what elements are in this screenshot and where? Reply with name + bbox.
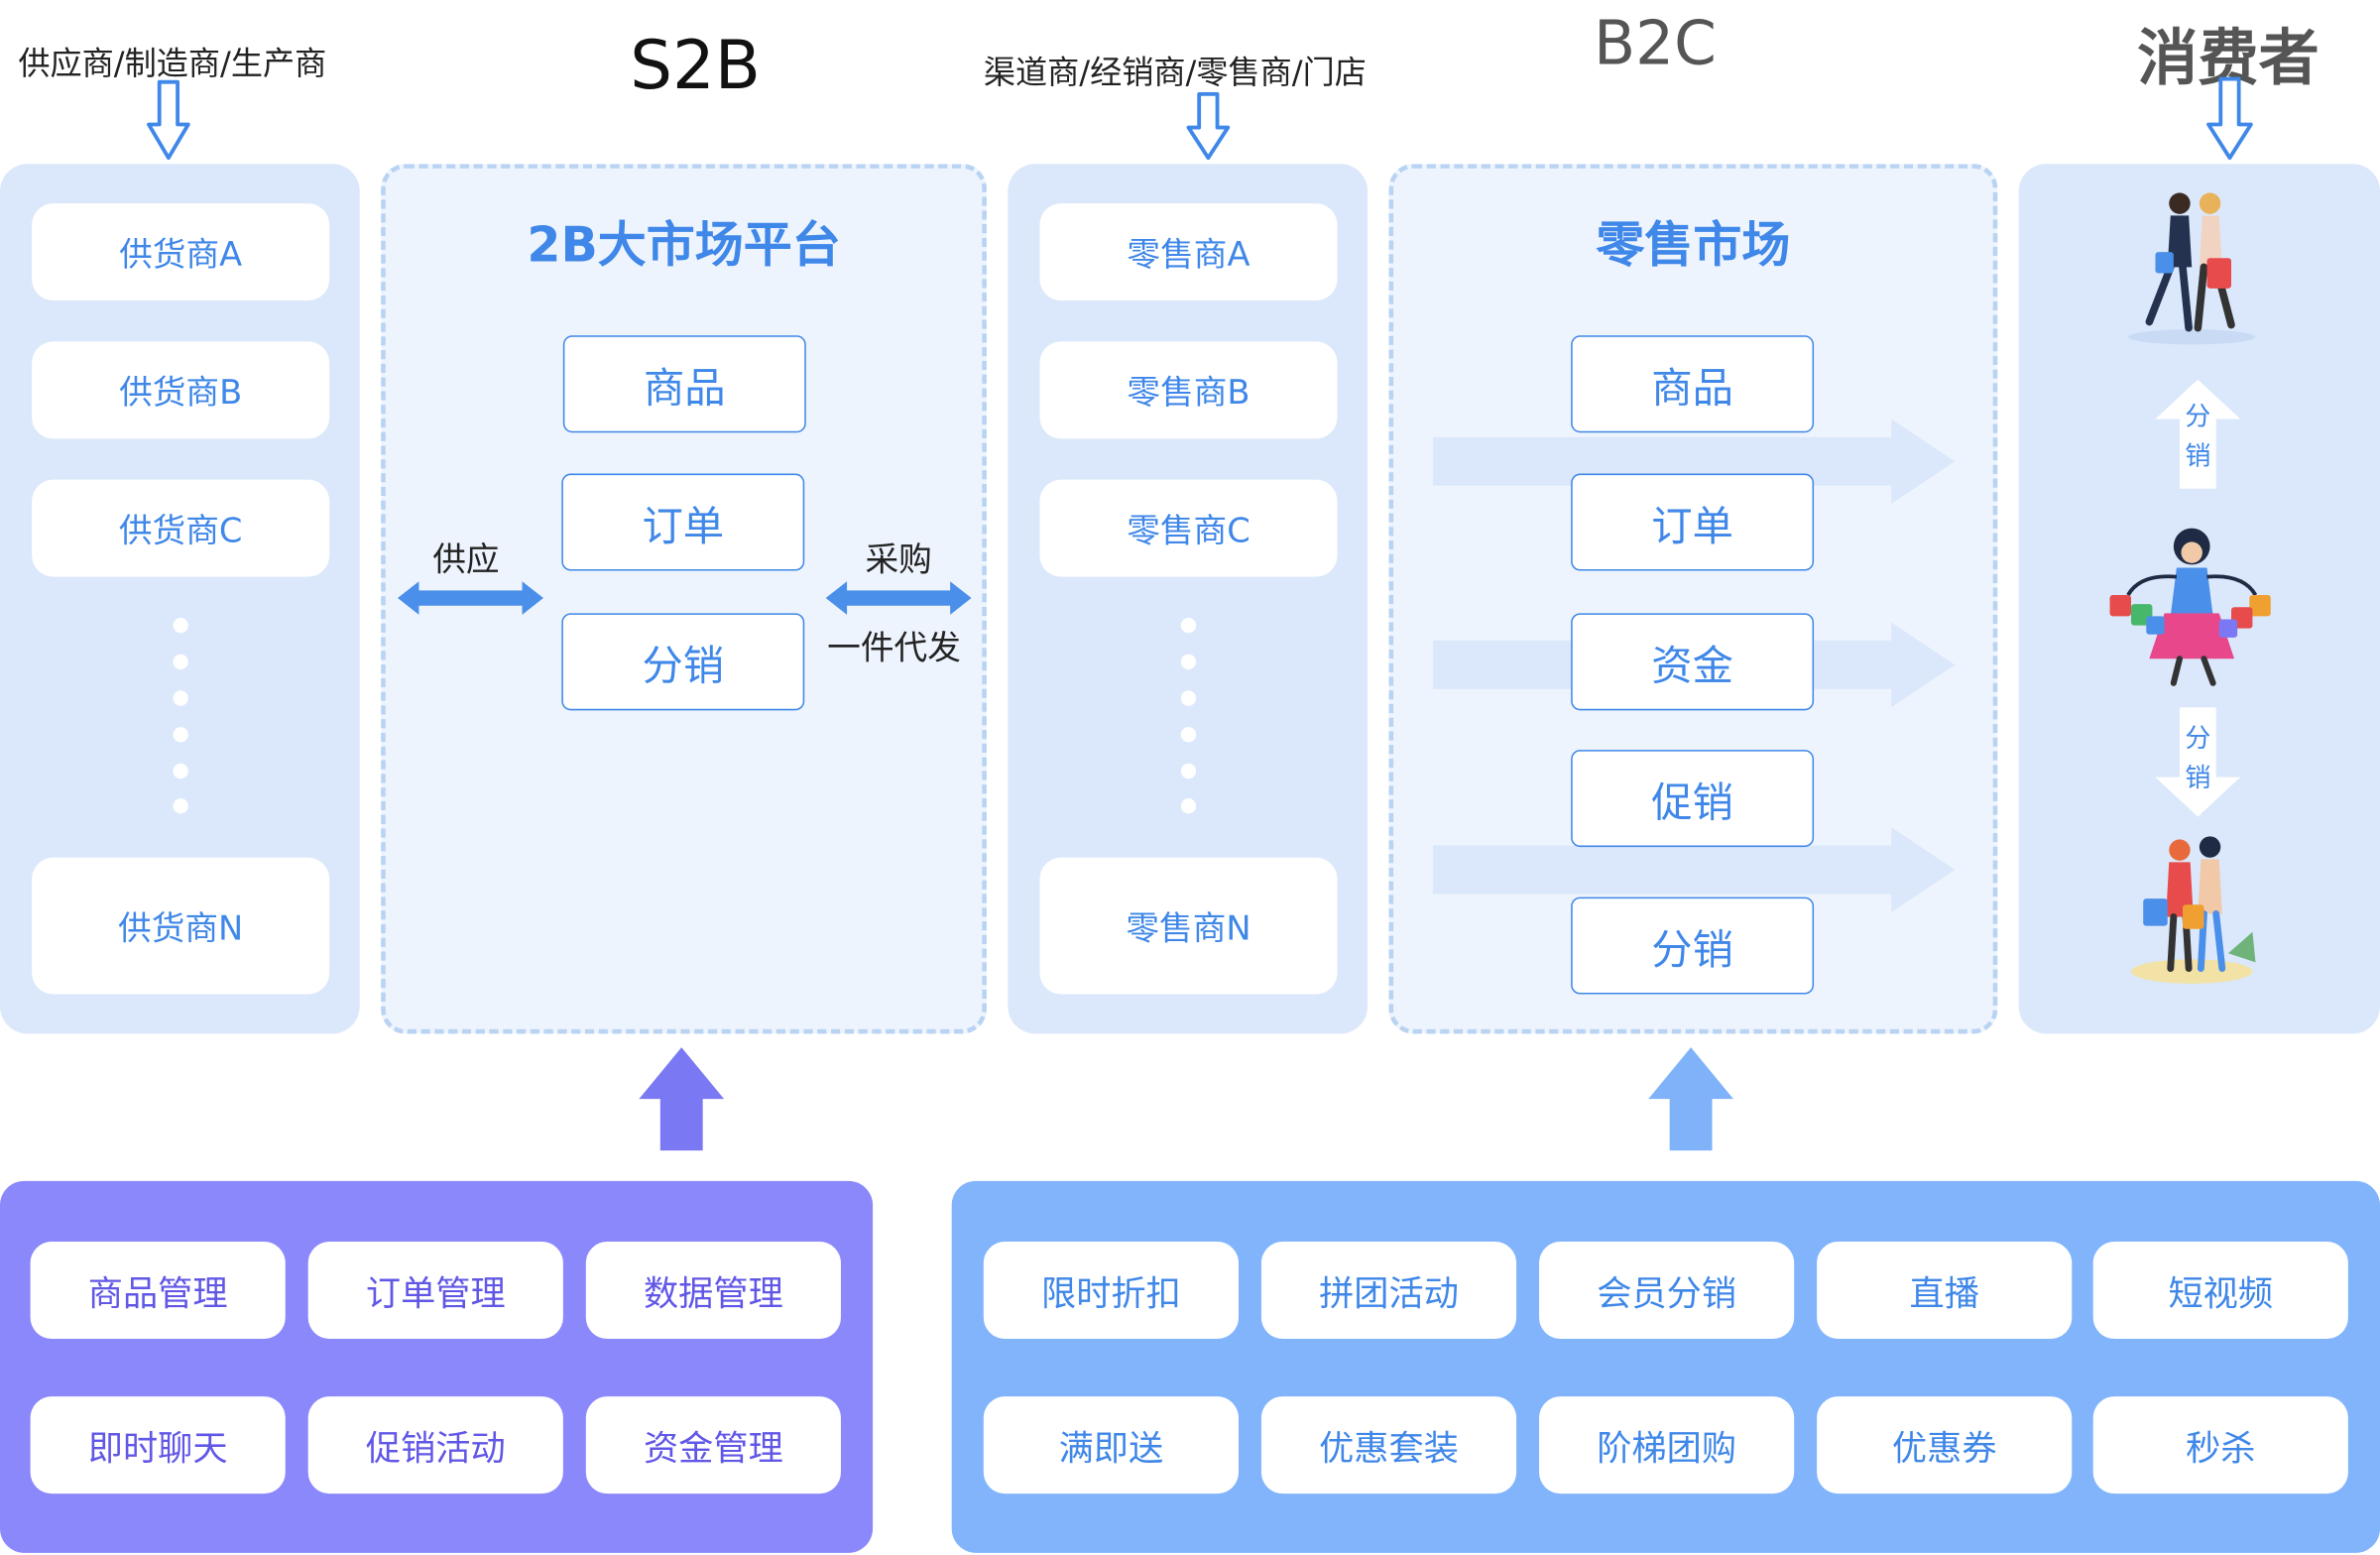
ellipsis-dot: [173, 727, 188, 743]
platform-box: 订单: [561, 473, 805, 571]
shopper-with-bags-icon: [2109, 528, 2271, 686]
consumer-title: 消费者: [2137, 24, 2320, 94]
feature-chip: 优惠券: [1817, 1396, 2073, 1495]
market-box: 分销: [1571, 897, 1815, 995]
double-arrow-icon: [398, 581, 543, 615]
distribution-label-bottom: 分销: [2185, 724, 2211, 794]
shopping-couple-icon: [2130, 836, 2256, 984]
market-box: 促销: [1571, 750, 1815, 848]
down-arrow-icon: [2206, 76, 2253, 161]
retailer-card: 零售商A: [1039, 203, 1338, 301]
ellipsis-dot: [1180, 727, 1197, 743]
ellipsis-dot: [173, 617, 188, 634]
down-arrow-filled-icon: [2155, 707, 2241, 817]
feature-chip: 会员分销: [1539, 1242, 1795, 1339]
market-box: 商品: [1571, 335, 1815, 433]
market-box: 订单: [1571, 473, 1815, 571]
ellipsis-dot: [1180, 690, 1197, 706]
up-arrow-icon: [2155, 379, 2241, 489]
b2c-feature-panel: 限时折扣 拼团活动 会员分销 直播 短视频 满即送 优惠套装 阶梯团购 优惠券 …: [951, 1180, 2380, 1553]
feature-chip: 阶梯团购: [1539, 1396, 1795, 1495]
feature-chip: 数据管理: [585, 1242, 841, 1339]
supplier-card: 供货商A: [32, 203, 330, 301]
retailer-card: 零售商N: [1039, 857, 1338, 995]
feature-chip: 商品管理: [30, 1242, 286, 1339]
ellipsis-dot: [173, 798, 188, 814]
flow-arrow-icon: [1432, 827, 1956, 912]
down-arrow-icon: [1186, 91, 1231, 161]
flow-arrow-icon: [1432, 419, 1956, 505]
feature-chip: 满即送: [983, 1396, 1239, 1495]
channel-caption: 渠道商/经销商/零售商/门店: [983, 55, 1367, 91]
feature-chip: 促销活动: [307, 1396, 563, 1495]
s2b-feature-panel: 商品管理 订单管理 数据管理 即时聊天 促销活动 资金管理: [0, 1180, 874, 1553]
supplier-card: 供货商N: [32, 857, 330, 995]
ellipsis-dot: [1180, 617, 1197, 634]
market-box: 资金: [1571, 613, 1815, 711]
retailer-card: 零售商C: [1039, 479, 1338, 577]
feature-chip: 短视频: [2092, 1242, 2348, 1339]
feature-chip: 资金管理: [585, 1396, 841, 1495]
supplier-caption: 供应商/制造商/生产商: [18, 45, 327, 82]
purchase-label: 采购: [865, 541, 932, 580]
ellipsis-dot: [173, 763, 188, 779]
feature-chip: 优惠套装: [1260, 1396, 1517, 1495]
platform-title: 2B大市场平台: [527, 215, 841, 274]
distribution-label-top: 分销: [2185, 402, 2211, 473]
ellipsis-dot: [173, 690, 188, 706]
ellipsis-dot: [1180, 763, 1197, 779]
b2c-title: B2C: [1594, 9, 1717, 79]
supplier-card: 供货商C: [32, 479, 330, 577]
feature-chip: 订单管理: [307, 1242, 563, 1339]
retail-market-title: 零售市场: [1596, 215, 1791, 274]
retailer-card: 零售商B: [1039, 341, 1338, 439]
feature-chip: 秒杀: [2092, 1396, 2348, 1495]
ellipsis-dot: [1180, 654, 1197, 669]
double-arrow-icon: [825, 581, 972, 615]
down-arrow-icon: [147, 79, 190, 161]
dropship-label: 一件代发: [827, 630, 961, 668]
feature-chip: 限时折扣: [983, 1242, 1239, 1339]
supply-label: 供应: [432, 541, 500, 580]
ellipsis-dot: [173, 654, 188, 669]
shoppers-walking-icon: [2127, 192, 2256, 345]
up-arrow-icon: [1648, 1047, 1733, 1151]
feature-chip: 即时聊天: [30, 1396, 286, 1495]
feature-chip: 拼团活动: [1260, 1242, 1517, 1339]
s2b-title: S2B: [630, 27, 762, 105]
ellipsis-dot: [1180, 798, 1197, 814]
supplier-card: 供货商B: [32, 341, 330, 439]
up-arrow-icon: [639, 1047, 725, 1151]
platform-box: 分销: [561, 613, 805, 711]
feature-chip: 直播: [1817, 1242, 2073, 1339]
platform-box: 商品: [562, 335, 806, 433]
